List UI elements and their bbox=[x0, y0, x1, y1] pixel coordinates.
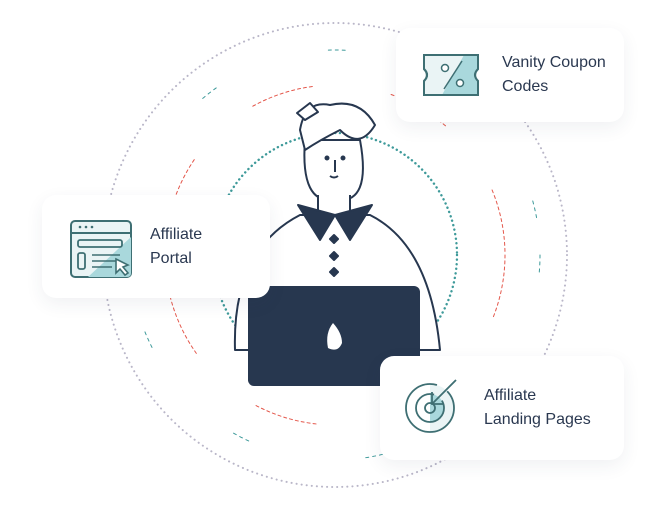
laptop-illustration bbox=[248, 286, 420, 386]
browser-window-cursor-icon bbox=[70, 219, 132, 278]
coupon-ticket-icon bbox=[423, 54, 479, 96]
vanity-coupon-codes-card[interactable]: Vanity Coupon Codes bbox=[396, 28, 624, 122]
card-label: Vanity Coupon Codes bbox=[502, 54, 606, 95]
red-dashed-orbit bbox=[164, 84, 506, 426]
teal-dashed-orbit bbox=[129, 49, 541, 461]
target-arrow-icon bbox=[405, 379, 457, 433]
card-label: Affiliate Portal bbox=[150, 225, 203, 267]
affiliate-portal-card[interactable]: Affiliate Portal bbox=[42, 195, 270, 298]
affiliate-landing-pages-card[interactable]: Affiliate Landing Pages bbox=[380, 356, 624, 460]
card-label: Affiliate Landing Pages bbox=[484, 387, 591, 428]
